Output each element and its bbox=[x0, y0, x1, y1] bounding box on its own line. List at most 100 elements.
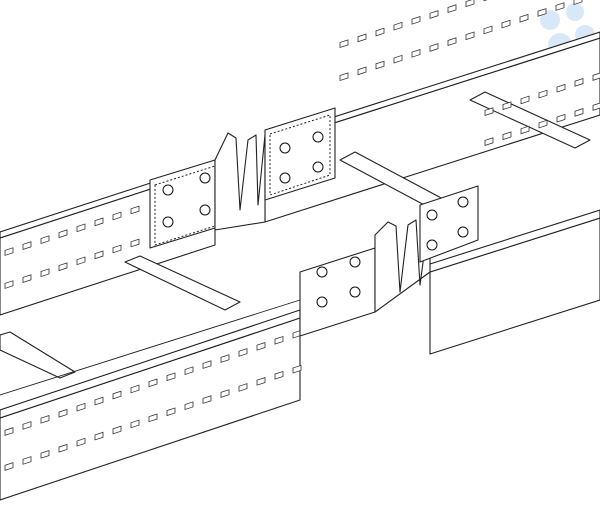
slot bbox=[411, 16, 421, 25]
bolt bbox=[426, 209, 438, 221]
slot bbox=[76, 256, 86, 266]
slot bbox=[238, 383, 248, 392]
slot bbox=[484, 107, 494, 116]
bolt bbox=[199, 204, 211, 216]
slot bbox=[166, 407, 176, 417]
slot bbox=[520, 125, 530, 135]
slot bbox=[375, 60, 385, 70]
slot bbox=[202, 360, 212, 369]
slot bbox=[256, 342, 266, 351]
slot bbox=[220, 389, 230, 398]
bolt bbox=[349, 286, 361, 298]
slot bbox=[465, 31, 475, 41]
slot bbox=[393, 54, 403, 64]
slot bbox=[339, 39, 349, 49]
slot bbox=[112, 211, 122, 221]
bolt bbox=[426, 239, 438, 251]
slot bbox=[130, 205, 140, 215]
slot bbox=[357, 33, 367, 43]
slot bbox=[447, 37, 457, 46]
slot bbox=[393, 21, 403, 31]
back-expansion-joint bbox=[149, 107, 336, 249]
slot bbox=[148, 378, 158, 388]
slot bbox=[58, 443, 68, 453]
slot bbox=[4, 280, 14, 289]
slot bbox=[484, 137, 494, 146]
slot bbox=[357, 66, 367, 76]
slot bbox=[94, 396, 104, 406]
slot bbox=[375, 27, 385, 37]
slot bbox=[40, 268, 50, 278]
slot bbox=[4, 247, 14, 256]
slot bbox=[94, 217, 104, 227]
slot bbox=[94, 431, 104, 441]
bolt bbox=[162, 184, 174, 196]
slot bbox=[22, 456, 32, 465]
rung bbox=[0, 331, 76, 379]
slot bbox=[4, 427, 14, 436]
slot bbox=[574, 108, 584, 117]
rungs bbox=[0, 91, 591, 379]
slot bbox=[220, 354, 230, 363]
bolts bbox=[162, 131, 469, 308]
slot bbox=[556, 113, 566, 123]
bolt bbox=[349, 256, 361, 268]
bolt bbox=[316, 296, 328, 308]
bolt bbox=[199, 172, 211, 184]
bolt bbox=[312, 161, 324, 173]
slot bbox=[166, 372, 176, 382]
slot bbox=[537, 8, 547, 17]
bolt bbox=[457, 196, 469, 208]
slot bbox=[274, 370, 284, 380]
slot bbox=[483, 0, 493, 2]
slot bbox=[58, 262, 68, 272]
slot bbox=[274, 335, 284, 345]
slot bbox=[465, 0, 475, 8]
bolt bbox=[279, 142, 291, 154]
slot bbox=[4, 462, 14, 471]
slot bbox=[574, 78, 584, 87]
slot bbox=[40, 450, 50, 459]
slot bbox=[148, 413, 158, 423]
slot bbox=[130, 384, 140, 394]
bolt bbox=[162, 216, 174, 228]
slot bbox=[202, 395, 212, 404]
slot bbox=[520, 95, 530, 105]
slot bbox=[22, 421, 32, 430]
slot bbox=[76, 437, 86, 447]
bolt bbox=[457, 226, 469, 238]
slot bbox=[292, 364, 302, 374]
slot bbox=[40, 415, 50, 424]
slot bbox=[130, 419, 140, 429]
slot bbox=[538, 89, 548, 99]
slot bbox=[592, 72, 600, 81]
slot bbox=[519, 13, 529, 23]
slot bbox=[502, 101, 512, 111]
front-side-rail-left bbox=[0, 309, 301, 501]
bolt bbox=[279, 172, 291, 184]
slot bbox=[76, 223, 86, 233]
slot bbox=[184, 366, 194, 376]
perforation-slots bbox=[4, 0, 600, 471]
slot bbox=[429, 43, 439, 52]
slot bbox=[339, 72, 349, 82]
slot bbox=[130, 238, 140, 248]
slot bbox=[112, 425, 122, 435]
slot bbox=[501, 19, 511, 29]
rung bbox=[469, 91, 591, 149]
slot bbox=[76, 402, 86, 412]
bolt bbox=[312, 131, 324, 143]
slot bbox=[112, 390, 122, 400]
slot bbox=[94, 250, 104, 260]
slot bbox=[112, 244, 122, 254]
slot bbox=[502, 131, 512, 141]
slot bbox=[256, 377, 266, 386]
slot bbox=[483, 25, 493, 35]
slot bbox=[555, 2, 565, 11]
slot bbox=[411, 49, 421, 58]
slot bbox=[40, 235, 50, 245]
slot bbox=[58, 408, 68, 418]
slot bbox=[429, 10, 439, 19]
